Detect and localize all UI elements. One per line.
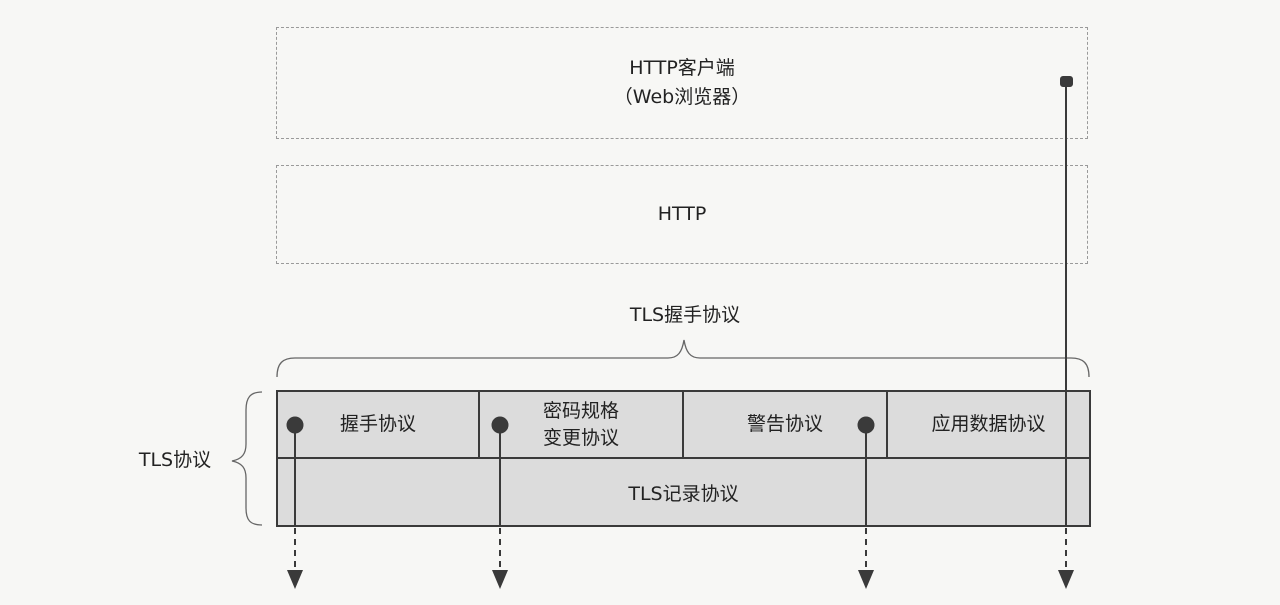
change-cipher-spec-cell: 密码规格 变更协议: [480, 392, 684, 459]
http-client-box: HTTP客户端 （Web浏览器）: [276, 27, 1088, 139]
http-layer-label: HTTP: [657, 203, 707, 225]
alert-protocol-label: 警告协议: [746, 413, 823, 435]
tls-protocol-stack: 握手协议 密码规格 变更协议 警告协议 应用数据协议 TLS记录协议: [276, 390, 1091, 527]
tls-protocol-group-label: TLS协议: [138, 449, 212, 471]
application-data-protocol-label: 应用数据协议: [931, 413, 1046, 435]
handshake-group-brace: [276, 339, 1090, 378]
tls-record-protocol-label: TLS记录协议: [628, 482, 739, 505]
application-data-protocol-cell: 应用数据协议: [888, 392, 1089, 459]
client-arrow-icon: [1058, 570, 1074, 589]
http-client-title: HTTP客户端: [629, 57, 735, 79]
alert-arrow-icon: [858, 570, 874, 589]
tls-handshake-group-label: TLS握手协议: [629, 304, 741, 326]
change-cipher-spec-line1: 密码规格: [542, 399, 619, 422]
change-cipher-arrow-icon: [492, 570, 508, 589]
tls-record-protocol-cell: TLS记录协议: [278, 459, 1089, 525]
alert-protocol-cell: 警告协议: [684, 392, 888, 459]
http-layer-box: HTTP: [276, 165, 1088, 264]
http-client-subtitle: （Web浏览器）: [613, 86, 751, 108]
handshake-protocol-label: 握手协议: [339, 413, 416, 435]
tls-protocol-brace: [231, 391, 263, 526]
change-cipher-spec-line2: 变更协议: [542, 426, 619, 449]
handshake-arrow-icon: [287, 570, 303, 589]
handshake-protocol-cell: 握手协议: [278, 392, 480, 459]
